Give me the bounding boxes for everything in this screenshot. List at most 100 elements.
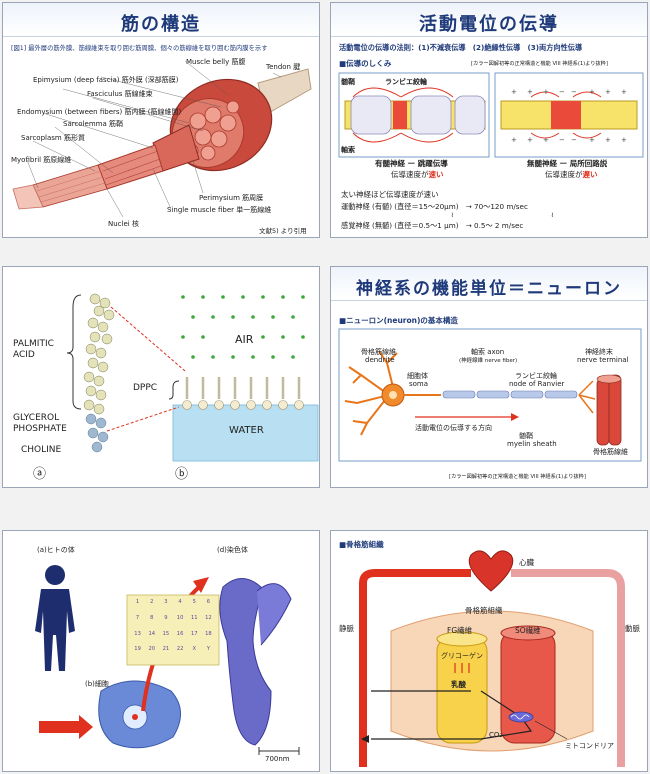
- label-sarcoplasm: Sarcoplasm 筋形質: [21, 134, 85, 142]
- karyotype-number: 21: [162, 646, 170, 653]
- neuron-axon: 軸索 axon: [471, 348, 505, 356]
- neuron-myelin-jp: 髄鞘: [519, 432, 533, 440]
- svg-text:−: −: [559, 136, 565, 144]
- neuron-ranvier-en: node of Ranvier: [509, 380, 565, 388]
- svg-text:−: −: [571, 136, 577, 144]
- neuron-terminal-en: nerve terminal: [577, 356, 629, 364]
- myelinated-speed-prefix: 伝導速度が: [391, 170, 429, 179]
- conduction-panel: 活動電位の伝導 活動電位の伝導の法則：(1)不減衰伝導 (2)絶縁性伝導 (3)…: [330, 2, 648, 238]
- karyotype-number: 7: [135, 614, 140, 621]
- neuron-axon-sub: (神経線維 nerve fiber): [459, 358, 518, 364]
- karyotype-number: 20: [148, 646, 156, 653]
- karyotype-number: 13: [134, 630, 141, 637]
- svg-text:+: +: [543, 136, 549, 144]
- label-ranvier: ランビエ絞輪: [385, 78, 427, 86]
- neuron-dendrite-jp: 骨格筋線維: [361, 348, 396, 356]
- unmyelinated-speed-prefix: 伝導速度が: [545, 170, 583, 179]
- label-dppc: DPPC: [133, 383, 158, 393]
- label-nuclei: Nuclei 核: [108, 220, 139, 228]
- chromosome-illustration: [35, 565, 300, 755]
- conduction-title: 活動電位の伝導: [419, 14, 559, 35]
- muscle-title-bar: [3, 3, 319, 37]
- myelinated-title: 有髄神経 ー 跳躍伝導: [375, 159, 448, 168]
- chromosome-body-label: (a)ヒトの体: [37, 546, 75, 554]
- skeletal-panel: ■骨格筋組織 心臓 骨格筋組織 静脈 動脈 FG繊維 SO繊維 グリコーゲン: [330, 530, 648, 772]
- svg-text:+: +: [621, 88, 627, 96]
- label-glycerol: GLYCEROL PHOSPHATE: [13, 413, 67, 434]
- neuron-soma-en: soma: [409, 380, 429, 388]
- myelinated-speed: 伝導速度が速い: [391, 169, 444, 180]
- approx-1: ≀: [451, 211, 454, 219]
- karyotype-number: 14: [148, 630, 156, 637]
- label-tendon: Tendon 腱: [266, 63, 301, 71]
- karyotype-number: 18: [205, 630, 212, 637]
- conduction-sensory: 感覚神経 (無髄) (直径＝0.5〜1 μm) → 0.5〜 2 m/sec: [341, 221, 524, 230]
- conduction-subheading: ■伝導のしくみ: [339, 59, 392, 68]
- svg-text:−: −: [559, 88, 565, 96]
- svg-text:+: +: [605, 88, 611, 96]
- chromosome-scale: 700nm: [265, 755, 290, 763]
- conduction-note: 太い神経ほど伝導速度が速い: [341, 190, 439, 199]
- svg-text:+: +: [621, 136, 627, 144]
- approx-2: ≀: [551, 211, 554, 219]
- muscle-source: 文献5) より引用: [259, 227, 307, 235]
- muscle-caption: [図1] 最外層の筋外膜、筋線維束を取り囲む筋周膜、個々の筋線維を取り囲む筋内膜…: [11, 45, 268, 52]
- skeletal-mitochondria: ミトコンドリア: [565, 742, 614, 750]
- neuron-direction: 活動電位の伝導する方向: [415, 424, 492, 432]
- skeletal-glycogen: グリコーゲン: [441, 652, 483, 660]
- karyotype-number: 6: [206, 599, 211, 605]
- karyotype-number: 19: [134, 646, 141, 653]
- muscle-structure-panel: 筋の構造 [図1] 最外層の筋外膜、筋線維束を取り囲む筋周膜、個々の筋線維を取り…: [2, 2, 320, 238]
- neuron-ranvier-jp: ランビエ絞輪: [515, 372, 557, 380]
- conduction-illustration: +++−−+++ +++−−+++: [338, 72, 644, 158]
- svg-text:+: +: [589, 88, 595, 96]
- skeletal-tissue: 骨格筋組織: [465, 606, 503, 615]
- label-air: AIR: [235, 333, 254, 346]
- label-a: ⓐ: [33, 467, 47, 482]
- karyotype-number: 9: [164, 614, 168, 621]
- label-b: ⓑ: [175, 467, 189, 482]
- karyotype-number: 8: [150, 614, 154, 621]
- label-myofibril: Myofibril 筋原線維: [11, 156, 72, 164]
- neuron-subheading: ■ニューロン(neuron)の基本構造: [339, 316, 458, 325]
- karyotype-number: 22: [176, 646, 184, 653]
- skeletal-so: SO繊維: [515, 626, 541, 635]
- skeletal-illustration: [359, 550, 625, 767]
- neuron-title-bar: [331, 267, 647, 301]
- label-perimysium: Perimysium 筋周膜: [199, 194, 264, 202]
- chromosome-label: (d)染色体: [217, 546, 248, 554]
- label-choline: CHOLINE: [21, 445, 62, 455]
- karyotype-number: 12: [205, 614, 212, 621]
- neuron-dendrite-en: dendrite: [365, 356, 395, 364]
- svg-text:+: +: [605, 136, 611, 144]
- chromosome-panel: (a)ヒトの体 (b)細胞 (d)染色体 700nm 1 2 3 4 5 6 7…: [2, 530, 320, 772]
- svg-text:+: +: [511, 136, 517, 144]
- karyotype-number: 1: [135, 599, 140, 605]
- label-myelin: 髄鞘: [341, 78, 355, 86]
- label-fasciculus: Fasciculus 筋線維束: [87, 90, 153, 98]
- muscle-illustration: [12, 60, 312, 218]
- skeletal-heart: 心臓: [519, 558, 534, 567]
- karyotype-grid: 1 2 3 4 5 6 7 8 9 10 11 12 13 14 15 16 1…: [131, 599, 215, 661]
- karyotype-number: X: [192, 646, 197, 653]
- svg-text:−: −: [571, 88, 577, 96]
- label-muscle-belly: Muscle belly 筋腹: [186, 58, 246, 66]
- unmyelinated-speed: 伝導速度が遅い: [545, 169, 598, 180]
- karyotype-number: 2: [150, 599, 154, 605]
- karyotype-number: Y: [206, 646, 210, 653]
- karyotype-number: 16: [176, 630, 184, 637]
- myelinated-speed-word: 速い: [428, 170, 444, 179]
- neuron-terminal-jp: 神経終末: [585, 348, 613, 356]
- chromosome-cell-label: (b)細胞: [85, 680, 109, 688]
- karyotype-number: 3: [164, 599, 168, 605]
- conduction-law: 活動電位の伝導の法則：(1)不減衰伝導 (2)絶縁性伝導 (3)両方向性伝導: [339, 43, 583, 52]
- label-palmitic: PALMITIC ACID: [13, 339, 54, 360]
- svg-text:+: +: [589, 136, 595, 144]
- label-axon: 軸索: [341, 146, 355, 154]
- skeletal-artery: 動脈: [625, 624, 640, 633]
- conduction-source: [カラー図解初等の正常構造と機能 VIII 神経系(1)より抜粋]: [471, 61, 608, 67]
- neuron-myelin-en: myelin sheath: [507, 440, 557, 448]
- svg-text:+: +: [527, 136, 533, 144]
- skeletal-subheading: ■骨格筋組織: [339, 540, 384, 549]
- karyotype-number: 17: [190, 630, 198, 637]
